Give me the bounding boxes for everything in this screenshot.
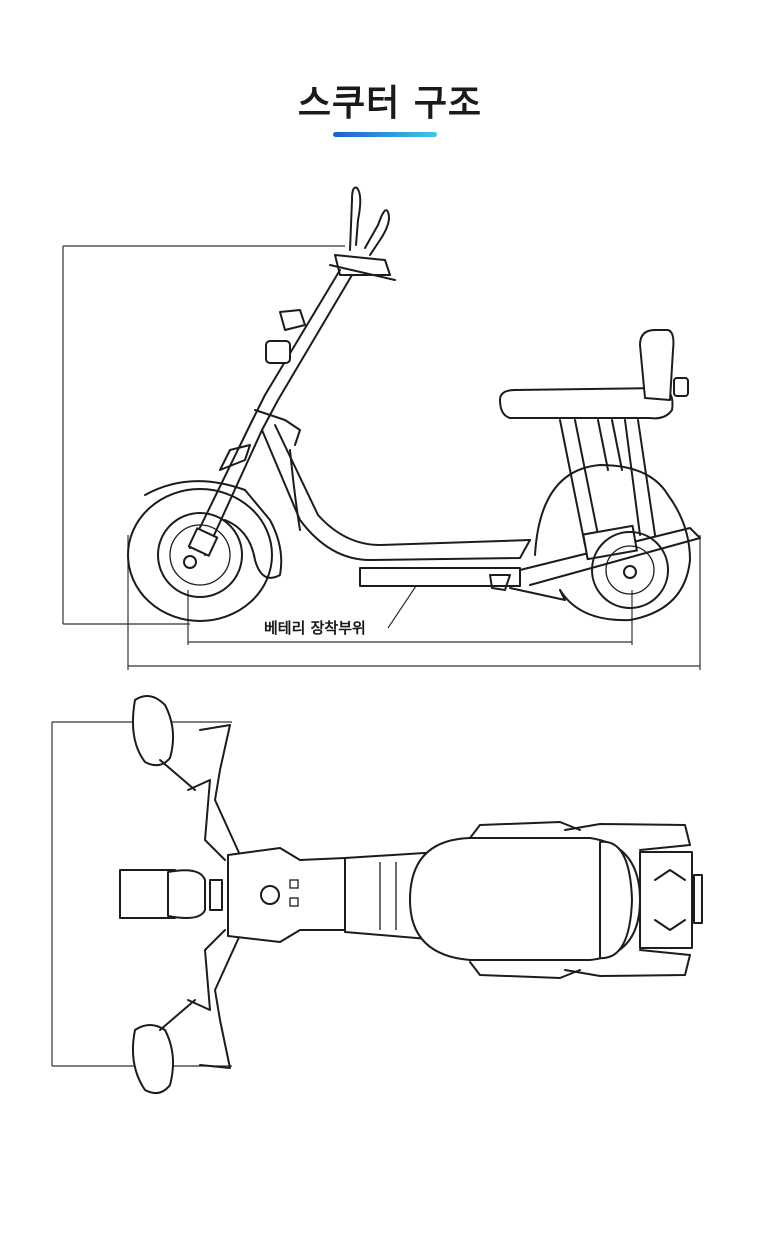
steering-column bbox=[187, 186, 396, 557]
fork-plate bbox=[227, 847, 346, 943]
title-underline bbox=[333, 132, 437, 137]
handlebar bbox=[187, 724, 241, 1069]
page-title: 스쿠터 구조 bbox=[297, 83, 483, 124]
mirror-right bbox=[132, 999, 196, 1095]
rear-wheel bbox=[534, 464, 691, 622]
rear-body-top bbox=[469, 821, 703, 979]
dimension-lines bbox=[62, 245, 701, 670]
seat bbox=[499, 329, 689, 420]
battery-callout-label: 베테리 장착부위 bbox=[262, 617, 368, 638]
seat-top bbox=[409, 837, 641, 961]
front-wheel bbox=[127, 480, 283, 622]
mirror-left bbox=[132, 695, 196, 791]
headlight bbox=[119, 869, 223, 919]
